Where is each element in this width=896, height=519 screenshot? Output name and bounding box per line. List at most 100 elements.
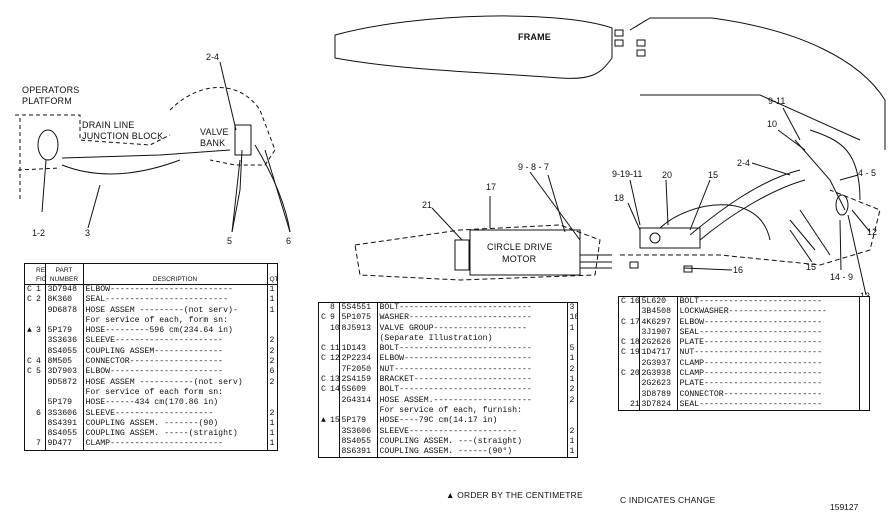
cell-desc: HOSE----79C cm(14.17 in) <box>379 416 498 426</box>
header-part: PART NUMBER <box>45 264 83 285</box>
cell-chg: C <box>621 348 626 358</box>
cell-desc: COUPLING ASSEM. -----(straight) <box>85 429 238 439</box>
cell-desc: HOSE ASSEM.-------------------- <box>379 395 532 405</box>
cell-part: 8J5913 <box>341 323 371 333</box>
callout-10: 10 <box>767 119 777 129</box>
hose-right-vertical <box>794 139 846 211</box>
cell-desc: ELBOW-------------------------- <box>379 354 532 364</box>
cell-qty: 2 <box>569 364 575 374</box>
cell-qty <box>567 416 577 426</box>
table-row: For service of each, furnish: <box>319 406 577 416</box>
cell-chg <box>319 447 328 457</box>
callout-18: 18 <box>614 193 624 203</box>
cell-qty <box>859 338 869 348</box>
label-valve: VALVE <box>200 127 229 137</box>
circle-drive-motor <box>469 229 581 276</box>
label-bank: BANK <box>200 138 225 148</box>
cell-chg <box>319 303 328 313</box>
hose-20 <box>659 204 771 241</box>
cell-qty: 1 <box>569 436 575 446</box>
cell-desc: ELBOW------------------------ <box>679 317 823 327</box>
header-qty: QTY <box>267 264 277 285</box>
cell-part: 2G2626 <box>641 338 671 348</box>
cell-chg: C <box>27 295 32 305</box>
cell-fig <box>328 396 339 406</box>
label-frame: FRAME <box>518 32 551 42</box>
cell-qty <box>859 307 869 317</box>
cell-desc: For service of each, furnish: <box>379 405 523 415</box>
cell-chg <box>319 427 328 437</box>
cell-chg <box>319 437 328 447</box>
cell-fig <box>628 328 639 338</box>
cell-fig: 4 <box>36 357 41 367</box>
cell-qty <box>267 316 277 326</box>
cell-part: 4K6297 <box>641 317 671 327</box>
cell-part: 5S4551 <box>341 303 371 312</box>
cell-desc: COUPLING ASSEM. ------(90°) <box>379 447 513 457</box>
cell-desc: HOSE---------596 cm(234.64 in) <box>85 326 233 336</box>
cell-part: 3D8789 <box>641 389 671 399</box>
cell-part: 1D143 <box>341 344 367 354</box>
cell-qty <box>859 359 869 369</box>
table-row: 5P179 HOSE------434 cm(170.86 in) <box>25 398 277 408</box>
cell-fig: 12 <box>330 354 339 364</box>
table-row: For service of each form sn: <box>25 388 277 398</box>
cell-fig <box>34 378 45 388</box>
cell-part: 3S3606 <box>47 408 77 418</box>
frame-lower-line <box>640 94 861 141</box>
cell-qty: 1 <box>269 305 275 315</box>
cell-chg: C <box>321 385 326 395</box>
cell-chg <box>25 378 34 388</box>
callout-12: 12 <box>867 227 877 237</box>
cell-fig <box>328 437 339 447</box>
hose-15-b <box>699 179 806 241</box>
cell-part: 5P1075 <box>341 313 371 323</box>
cell-chg <box>25 439 34 449</box>
cell-chg <box>319 334 328 344</box>
hose-3 <box>61 159 181 175</box>
cell-part: 8S6391 <box>341 447 371 457</box>
cell-chg <box>319 324 328 334</box>
cell-part <box>45 388 83 398</box>
cell-qty: 1 <box>269 429 275 439</box>
cell-qty: 1 <box>269 285 275 294</box>
cell-part <box>339 406 377 416</box>
cell-chg: C <box>621 369 626 379</box>
cell-fig: 14 <box>330 385 339 395</box>
cell-fig: 19 <box>630 348 639 358</box>
cell-fig: 16 <box>630 297 639 306</box>
cell-fig: 6 <box>36 408 41 418</box>
cell-chg <box>619 390 628 400</box>
cell-part: 1D4717 <box>641 348 671 358</box>
cell-part: 7F2050 <box>341 364 371 374</box>
cell-part: 3D7824 <box>641 399 671 409</box>
callout-17: 17 <box>486 182 496 192</box>
cell-chg: ▲ <box>321 416 326 426</box>
cell-qty: 2 <box>569 385 575 395</box>
callout-9-11: 9-11 <box>768 96 785 106</box>
hose-6 <box>254 144 291 233</box>
cell-qty <box>267 326 277 336</box>
table-row: (Separate Illustration) <box>319 334 577 344</box>
cell-chg: ▲ <box>27 326 32 336</box>
cell-chg <box>619 307 628 317</box>
hose-15-a <box>689 169 801 236</box>
cell-qty <box>267 388 277 398</box>
label-junction-block: JUNCTION BLOCK <box>82 131 163 141</box>
cell-part: 3B4508 <box>641 307 671 317</box>
cell-fig <box>328 406 339 416</box>
cell-fig: 9 <box>330 313 335 323</box>
cell-fig: 15 <box>330 416 339 426</box>
frame-rear <box>629 17 886 150</box>
cell-desc: NUT-------------------------- <box>679 348 823 358</box>
cell-fig <box>34 316 45 326</box>
cell-fig: 21 <box>630 399 639 409</box>
parts-table-left: REF FIG PART NUMBER DESCRIPTION QTY C13D… <box>24 263 278 451</box>
